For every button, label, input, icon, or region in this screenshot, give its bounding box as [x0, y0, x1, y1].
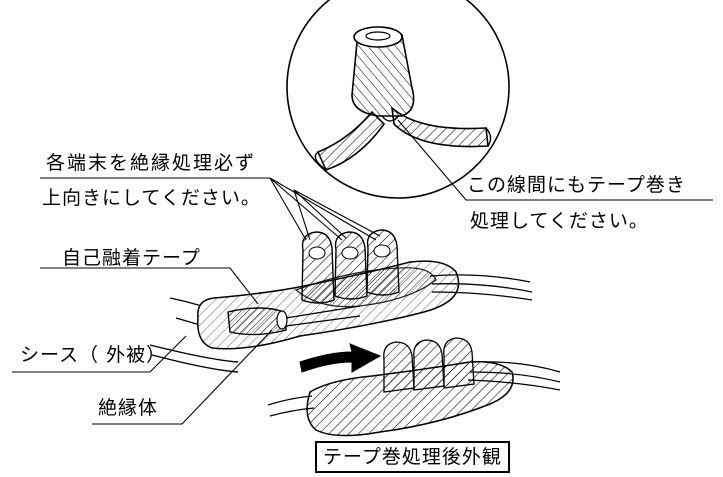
- insulator-label: 絶縁体: [98, 397, 159, 419]
- process-arrow-icon: [299, 343, 382, 373]
- between-wires-label-line2: 処理してください。: [470, 210, 649, 232]
- main-splice: [149, 229, 533, 373]
- between-wires-label-line1: この線間にもテープ巻き: [467, 174, 686, 196]
- terminal-instruction-line1: 各端末を絶縁処理必ず: [46, 152, 257, 174]
- after-taping-label: テープ巻処理後外観: [315, 441, 510, 473]
- detail-magnifier: [286, 0, 510, 199]
- terminal-instruction-line2: 上向きにしてください。: [42, 187, 261, 209]
- sheath-label: シース（ 外被）: [20, 344, 167, 366]
- self-fusing-tape-label: 自己融着テープ: [62, 247, 201, 269]
- detail-taped-crotch: [314, 26, 492, 172]
- after-taping-drawing: [267, 337, 561, 437]
- leader-lines: [12, 119, 713, 425]
